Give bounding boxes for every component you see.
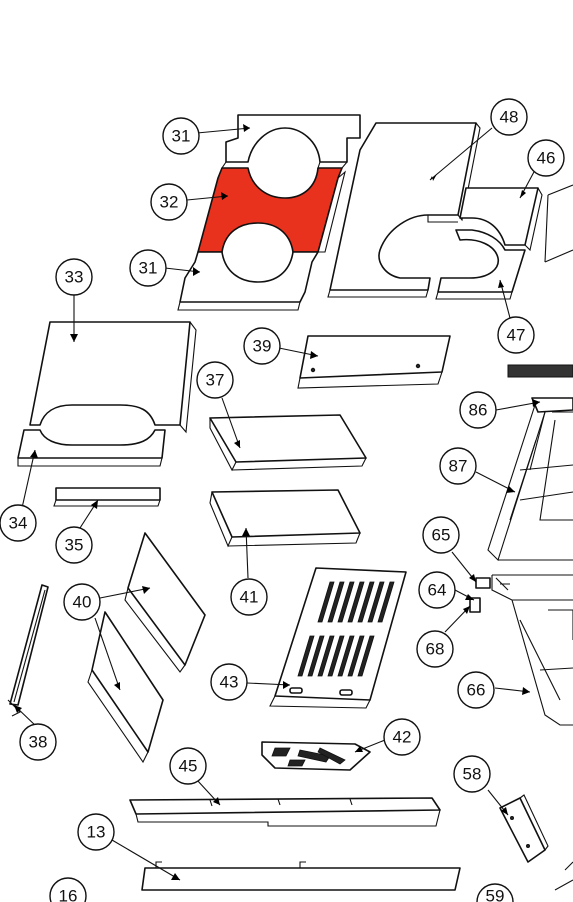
callout-86-label: 86 (469, 401, 488, 420)
callout-46[interactable]: 46 (527, 139, 565, 177)
part-31-lower[interactable] (177, 251, 319, 311)
part-45[interactable] (129, 797, 441, 827)
part-32-highlighted[interactable] (197, 167, 346, 253)
part-59-fragment[interactable] (554, 861, 573, 891)
callout-31-upper[interactable]: 31 (162, 117, 200, 155)
callout-31-upper-label: 31 (172, 127, 191, 146)
callout-33-label: 33 (65, 268, 84, 287)
callout-64[interactable]: 64 (418, 571, 456, 609)
callout-39-label: 39 (253, 337, 272, 356)
callout-58-label: 58 (463, 765, 482, 784)
leader-lines (13, 124, 541, 881)
callout-34[interactable]: 34 (0, 504, 37, 542)
callout-37[interactable]: 37 (196, 361, 234, 399)
callout-13-label: 13 (87, 823, 106, 842)
callout-16-label: 16 (59, 887, 78, 902)
part-40[interactable] (87, 532, 206, 764)
stove-body-assembly[interactable] (469, 184, 573, 726)
callout-65[interactable]: 65 (422, 516, 460, 554)
callout-43-label: 43 (220, 673, 239, 692)
part-43[interactable] (269, 567, 407, 709)
callout-48[interactable]: 48 (490, 98, 528, 136)
callout-87-label: 87 (449, 457, 468, 476)
part-33[interactable] (29, 321, 197, 434)
part-38[interactable] (7, 584, 49, 717)
part-13[interactable] (141, 861, 461, 891)
callout-42[interactable]: 42 (383, 718, 421, 756)
callout-34-label: 34 (9, 514, 28, 533)
part-42[interactable] (261, 741, 371, 771)
callout-42-label: 42 (393, 728, 412, 747)
callout-39[interactable]: 39 (243, 327, 281, 365)
callout-59-label: 59 (486, 887, 505, 902)
callout-68-label: 68 (426, 640, 445, 659)
part-32-fill (197, 167, 343, 253)
callout-65-label: 65 (432, 526, 451, 545)
callout-45-label: 45 (179, 757, 198, 776)
callout-38[interactable]: 38 (19, 723, 57, 761)
part-47[interactable] (435, 229, 526, 300)
callout-86[interactable]: 86 (459, 391, 497, 429)
callout-35-label: 35 (65, 536, 84, 555)
callout-37-label: 37 (206, 371, 225, 390)
callout-32[interactable]: 32 (150, 183, 188, 221)
callout-41-label: 41 (240, 588, 259, 607)
callout-46-label: 46 (537, 149, 556, 168)
callout-58[interactable]: 58 (453, 755, 491, 793)
callout-31-lower[interactable]: 31 (129, 249, 167, 287)
part-37[interactable] (209, 414, 367, 472)
callout-59[interactable]: 59 (476, 883, 514, 902)
part-35[interactable] (53, 487, 161, 507)
callout-33[interactable]: 33 (55, 258, 93, 296)
part-58[interactable] (499, 794, 549, 863)
callout-32-label: 32 (160, 193, 179, 212)
part-48[interactable] (327, 122, 481, 298)
grate-slots (297, 581, 395, 677)
callout-66-label: 66 (467, 681, 486, 700)
callout-47[interactable]: 47 (497, 316, 535, 354)
part-31-upper[interactable] (220, 114, 361, 169)
callout-40-label: 40 (73, 593, 92, 612)
callout-16[interactable]: 16 (49, 877, 87, 902)
callout-68[interactable]: 68 (416, 630, 454, 668)
part-46[interactable] (459, 187, 543, 252)
callout-35[interactable]: 35 (55, 526, 93, 564)
callout-48-label: 48 (500, 108, 519, 127)
callout-31-lower-label: 31 (139, 259, 158, 278)
callout-38-label: 38 (29, 733, 48, 752)
callout-66[interactable]: 66 (457, 671, 495, 709)
callout-87[interactable]: 87 (439, 447, 477, 485)
callout-64-label: 64 (428, 581, 447, 600)
callout-45[interactable]: 45 (169, 747, 207, 785)
callout-13[interactable]: 13 (77, 813, 115, 851)
callout-40[interactable]: 40 (63, 583, 101, 621)
callout-43[interactable]: 43 (210, 663, 248, 701)
part-34[interactable] (17, 429, 166, 467)
callout-47-label: 47 (507, 326, 526, 345)
part-39[interactable] (297, 335, 451, 389)
callout-41[interactable]: 41 (230, 578, 268, 616)
part-41[interactable] (209, 489, 361, 548)
